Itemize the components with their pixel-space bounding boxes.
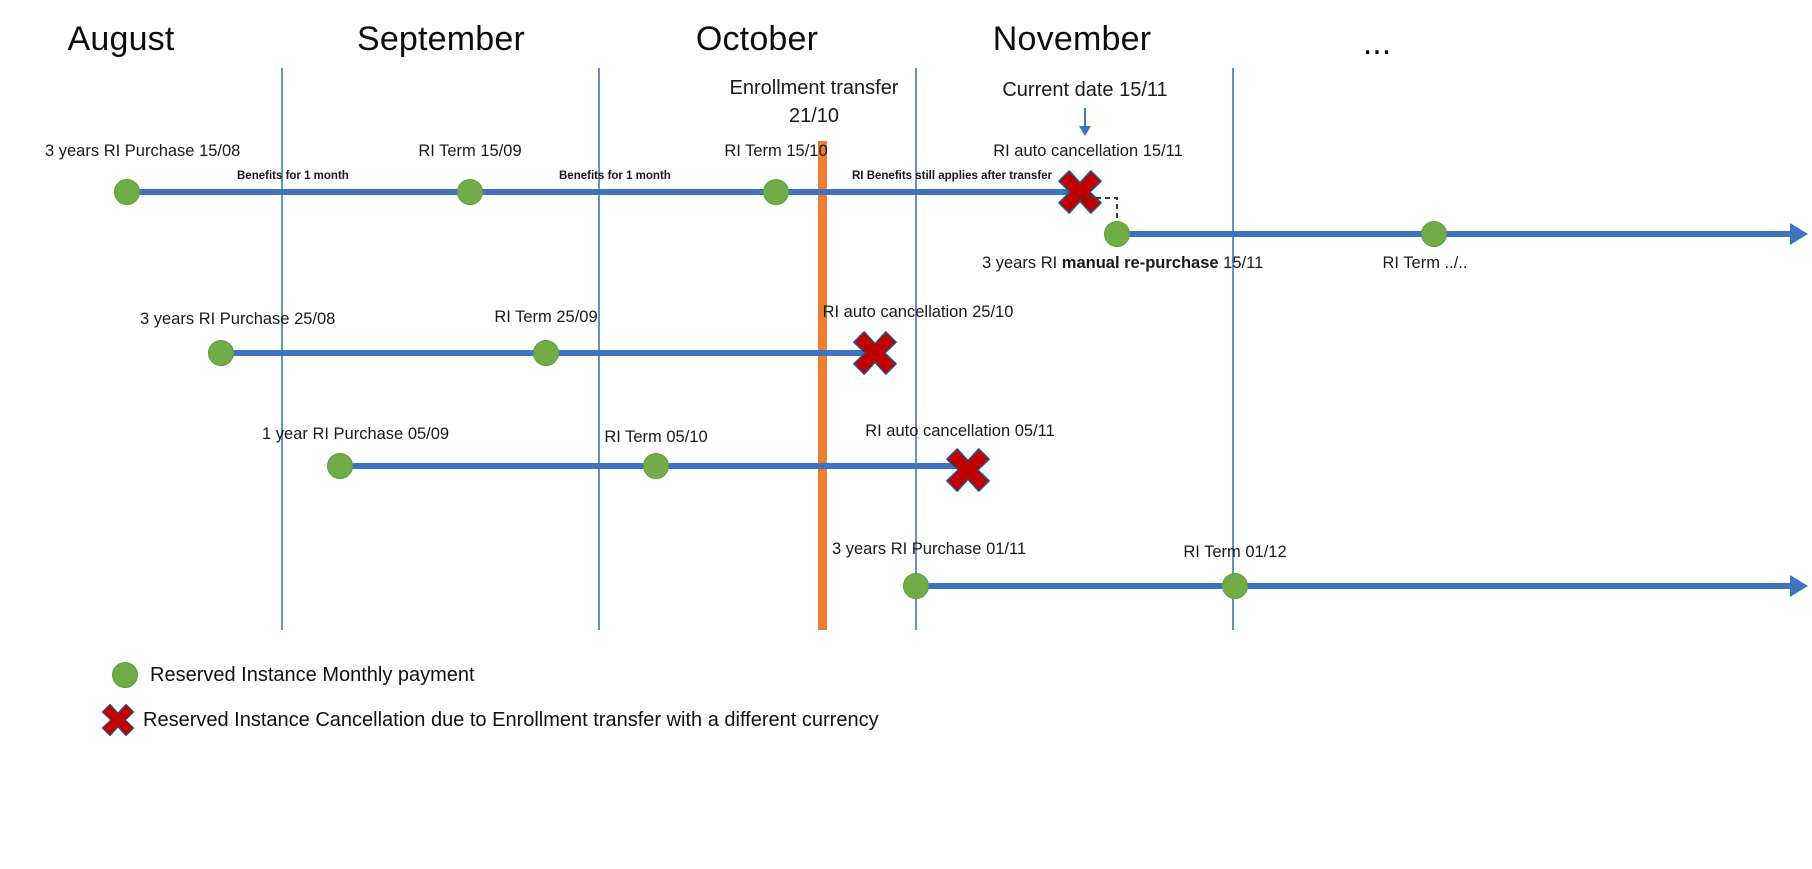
label-1year-ri-purchase-05-09: 1 year RI Purchase 05/09 <box>262 425 450 443</box>
label-ri-term-01-12: RI Term 01/12 <box>1183 543 1287 561</box>
repurchase-label-prefix: 3 years RI <box>982 254 1062 272</box>
current-date-arrow-head <box>1079 126 1091 136</box>
ri-repurchase-dot-15-11[interactable] <box>1104 221 1130 247</box>
label-ri-auto-cancellation-05-11: RI auto cancellation 05/11 <box>865 422 1055 440</box>
label-ri-term-15-09: RI Term 15/09 <box>418 142 522 160</box>
month-label-september: September <box>356 20 526 58</box>
label-ri-benefits-after-transfer: RI Benefits still applies after transfer <box>852 170 1053 182</box>
label-3year-ri-purchase-01-11: 3 years RI Purchase 01/11 <box>832 540 1027 558</box>
month-label-ellipsis: ... <box>1362 24 1392 62</box>
ri-payment-dot-15-09[interactable] <box>457 179 483 205</box>
ri-payment-dot-term-future[interactable] <box>1421 221 1447 247</box>
ri-payment-dot-25-08[interactable] <box>208 340 234 366</box>
month-label-august: August <box>67 20 175 58</box>
label-benefits-1-month-sep: Benefits for 1 month <box>237 170 349 182</box>
label-ri-term-future: RI Term ../.. <box>1382 254 1468 272</box>
red-x-icon <box>98 700 138 740</box>
ri-payment-dot-01-12[interactable] <box>1222 573 1248 599</box>
month-label-october: October <box>695 20 819 58</box>
enrollment-transfer-label-line2: 21/10 <box>788 105 840 127</box>
enrollment-transfer-line <box>818 141 827 630</box>
ri-payment-dot-05-10[interactable] <box>643 453 669 479</box>
gridline-aug-sep <box>281 68 283 630</box>
legend-label-payment: Reserved Instance Monthly payment <box>150 663 475 686</box>
label-benefits-1-month-oct: Benefits for 1 month <box>559 170 671 182</box>
ri-auto-cancellation-x-25-10[interactable] <box>848 326 902 380</box>
enrollment-transfer-label-line1: Enrollment transfer <box>729 77 899 99</box>
month-label-november: November <box>992 20 1152 58</box>
timeline-arrow-head <box>1790 575 1808 597</box>
timeline-arrow-head <box>1790 223 1808 245</box>
ri-payment-dot-15-08[interactable] <box>114 179 140 205</box>
repurchase-label-suffix: 15/11 <box>1218 254 1264 272</box>
ri-payment-dot-25-09[interactable] <box>533 340 559 366</box>
legend-item-payment: Reserved Instance Monthly payment <box>112 662 475 688</box>
label-3year-ri-purchase-15-08: 3 years RI Purchase 15/08 <box>45 142 241 160</box>
green-circle-icon <box>112 662 138 688</box>
ri-auto-cancellation-x-15-11[interactable] <box>1053 165 1107 219</box>
timeline-bar <box>1117 231 1790 237</box>
repurchase-label-bold: manual re-purchase <box>1061 254 1219 272</box>
gridline-sep-oct <box>598 68 600 630</box>
ri-payment-dot-05-09[interactable] <box>327 453 353 479</box>
label-ri-auto-cancellation-15-11: RI auto cancellation 15/11 <box>993 142 1183 160</box>
ri-auto-cancellation-x-05-11[interactable] <box>941 443 995 497</box>
timeline-bar <box>127 189 1080 195</box>
legend-label-cancellation: Reserved Instance Cancellation due to En… <box>143 708 879 731</box>
label-ri-term-05-10: RI Term 05/10 <box>604 428 708 446</box>
legend-item-cancellation: Reserved Instance Cancellation due to En… <box>101 700 879 740</box>
gridline-oct-nov <box>915 68 917 630</box>
current-date-label: Current date 15/11 <box>1002 79 1168 101</box>
ri-payment-dot-15-10[interactable] <box>763 179 789 205</box>
label-3year-ri-manual-repurchase-15-11: 3 years RI manual re-purchase 15/11 <box>982 254 1263 274</box>
label-3year-ri-purchase-25-08: 3 years RI Purchase 25/08 <box>140 310 336 328</box>
timeline-bar <box>916 583 1790 589</box>
label-ri-term-25-09: RI Term 25/09 <box>494 308 598 326</box>
label-ri-term-15-10: RI Term 15/10 <box>724 142 828 160</box>
current-date-arrow-shaft <box>1084 108 1086 130</box>
ri-payment-dot-01-11[interactable] <box>903 573 929 599</box>
label-ri-auto-cancellation-25-10: RI auto cancellation 25/10 <box>822 303 1014 321</box>
gridline-nov-dec <box>1232 68 1234 630</box>
